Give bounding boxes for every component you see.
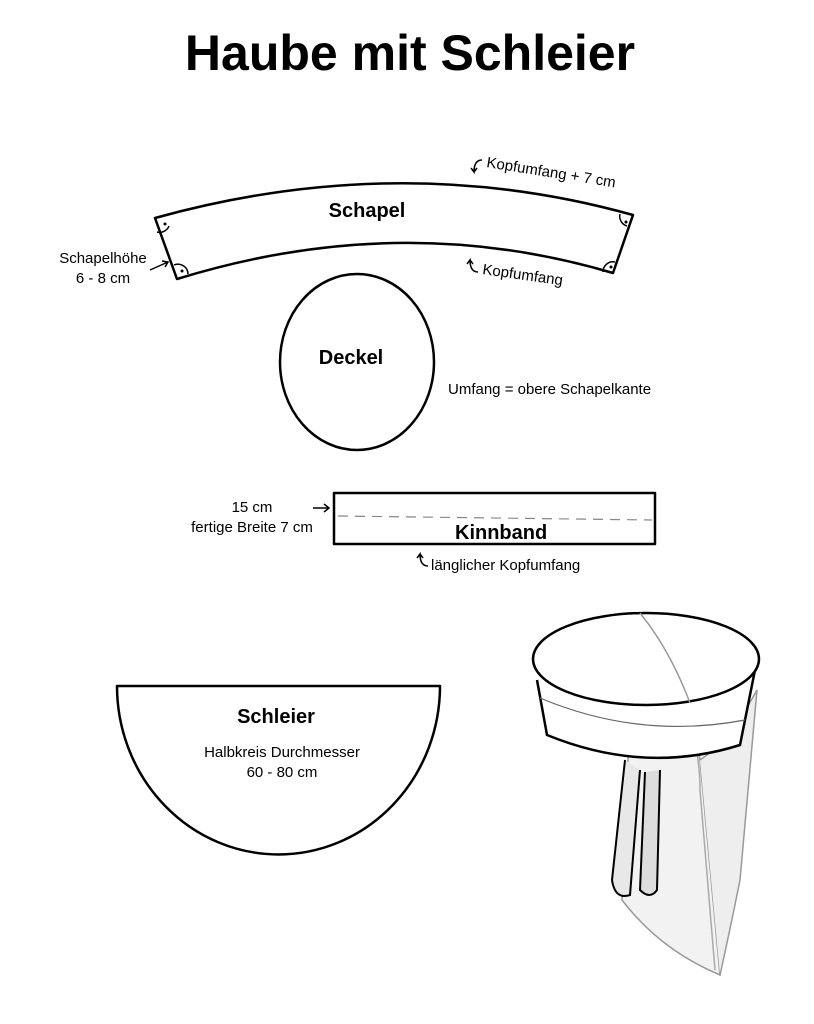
arrow-icon: [470, 159, 483, 175]
schapel-height-value: 6 - 8 cm: [76, 270, 130, 287]
finished-hat-illustration: [531, 611, 761, 977]
kinnband-length-label: länglicher Kopfumfang: [431, 557, 580, 574]
schleier-label: Schleier: [237, 706, 315, 728]
deckel-label: Deckel: [319, 347, 384, 369]
arrow-icon: [313, 503, 331, 513]
schleier-note: Halbkreis Durchmesser: [204, 744, 360, 761]
kinnband-width-label: 15 cm: [232, 499, 273, 516]
kinnband-piece: Kinnband 15 cm fertige Breite 7 cm längl…: [191, 491, 657, 574]
schleier-diameter: 60 - 80 cm: [247, 764, 318, 781]
schapel-bottom-edge-label: Kopfumfang: [481, 261, 563, 289]
schapel-top-edge-label: Kopfumfang + 7 cm: [485, 154, 617, 191]
arrow-icon: [466, 257, 479, 273]
deckel-piece: Deckel Umfang = obere Schapelkante: [278, 272, 651, 452]
schleier-piece: Schleier Halbkreis Durchmesser 60 - 80 c…: [115, 684, 442, 856]
schapel-piece: Schapel Kopfumfang + 7 cm Kopfumfang Sch…: [59, 154, 635, 289]
deckel-note: Umfang = obere Schapelkante: [448, 381, 651, 398]
kinnband-finished-width-label: fertige Breite 7 cm: [191, 519, 313, 536]
arrow-icon: [416, 551, 429, 567]
arrow-icon: [149, 260, 170, 271]
schapel-label: Schapel: [329, 200, 406, 222]
schapel-height-label: Schapelhöhe: [59, 250, 147, 267]
page-title: Haube mit Schleier: [185, 25, 635, 81]
right-angle-markers: [156, 213, 628, 275]
kinnband-label: Kinnband: [455, 522, 547, 544]
